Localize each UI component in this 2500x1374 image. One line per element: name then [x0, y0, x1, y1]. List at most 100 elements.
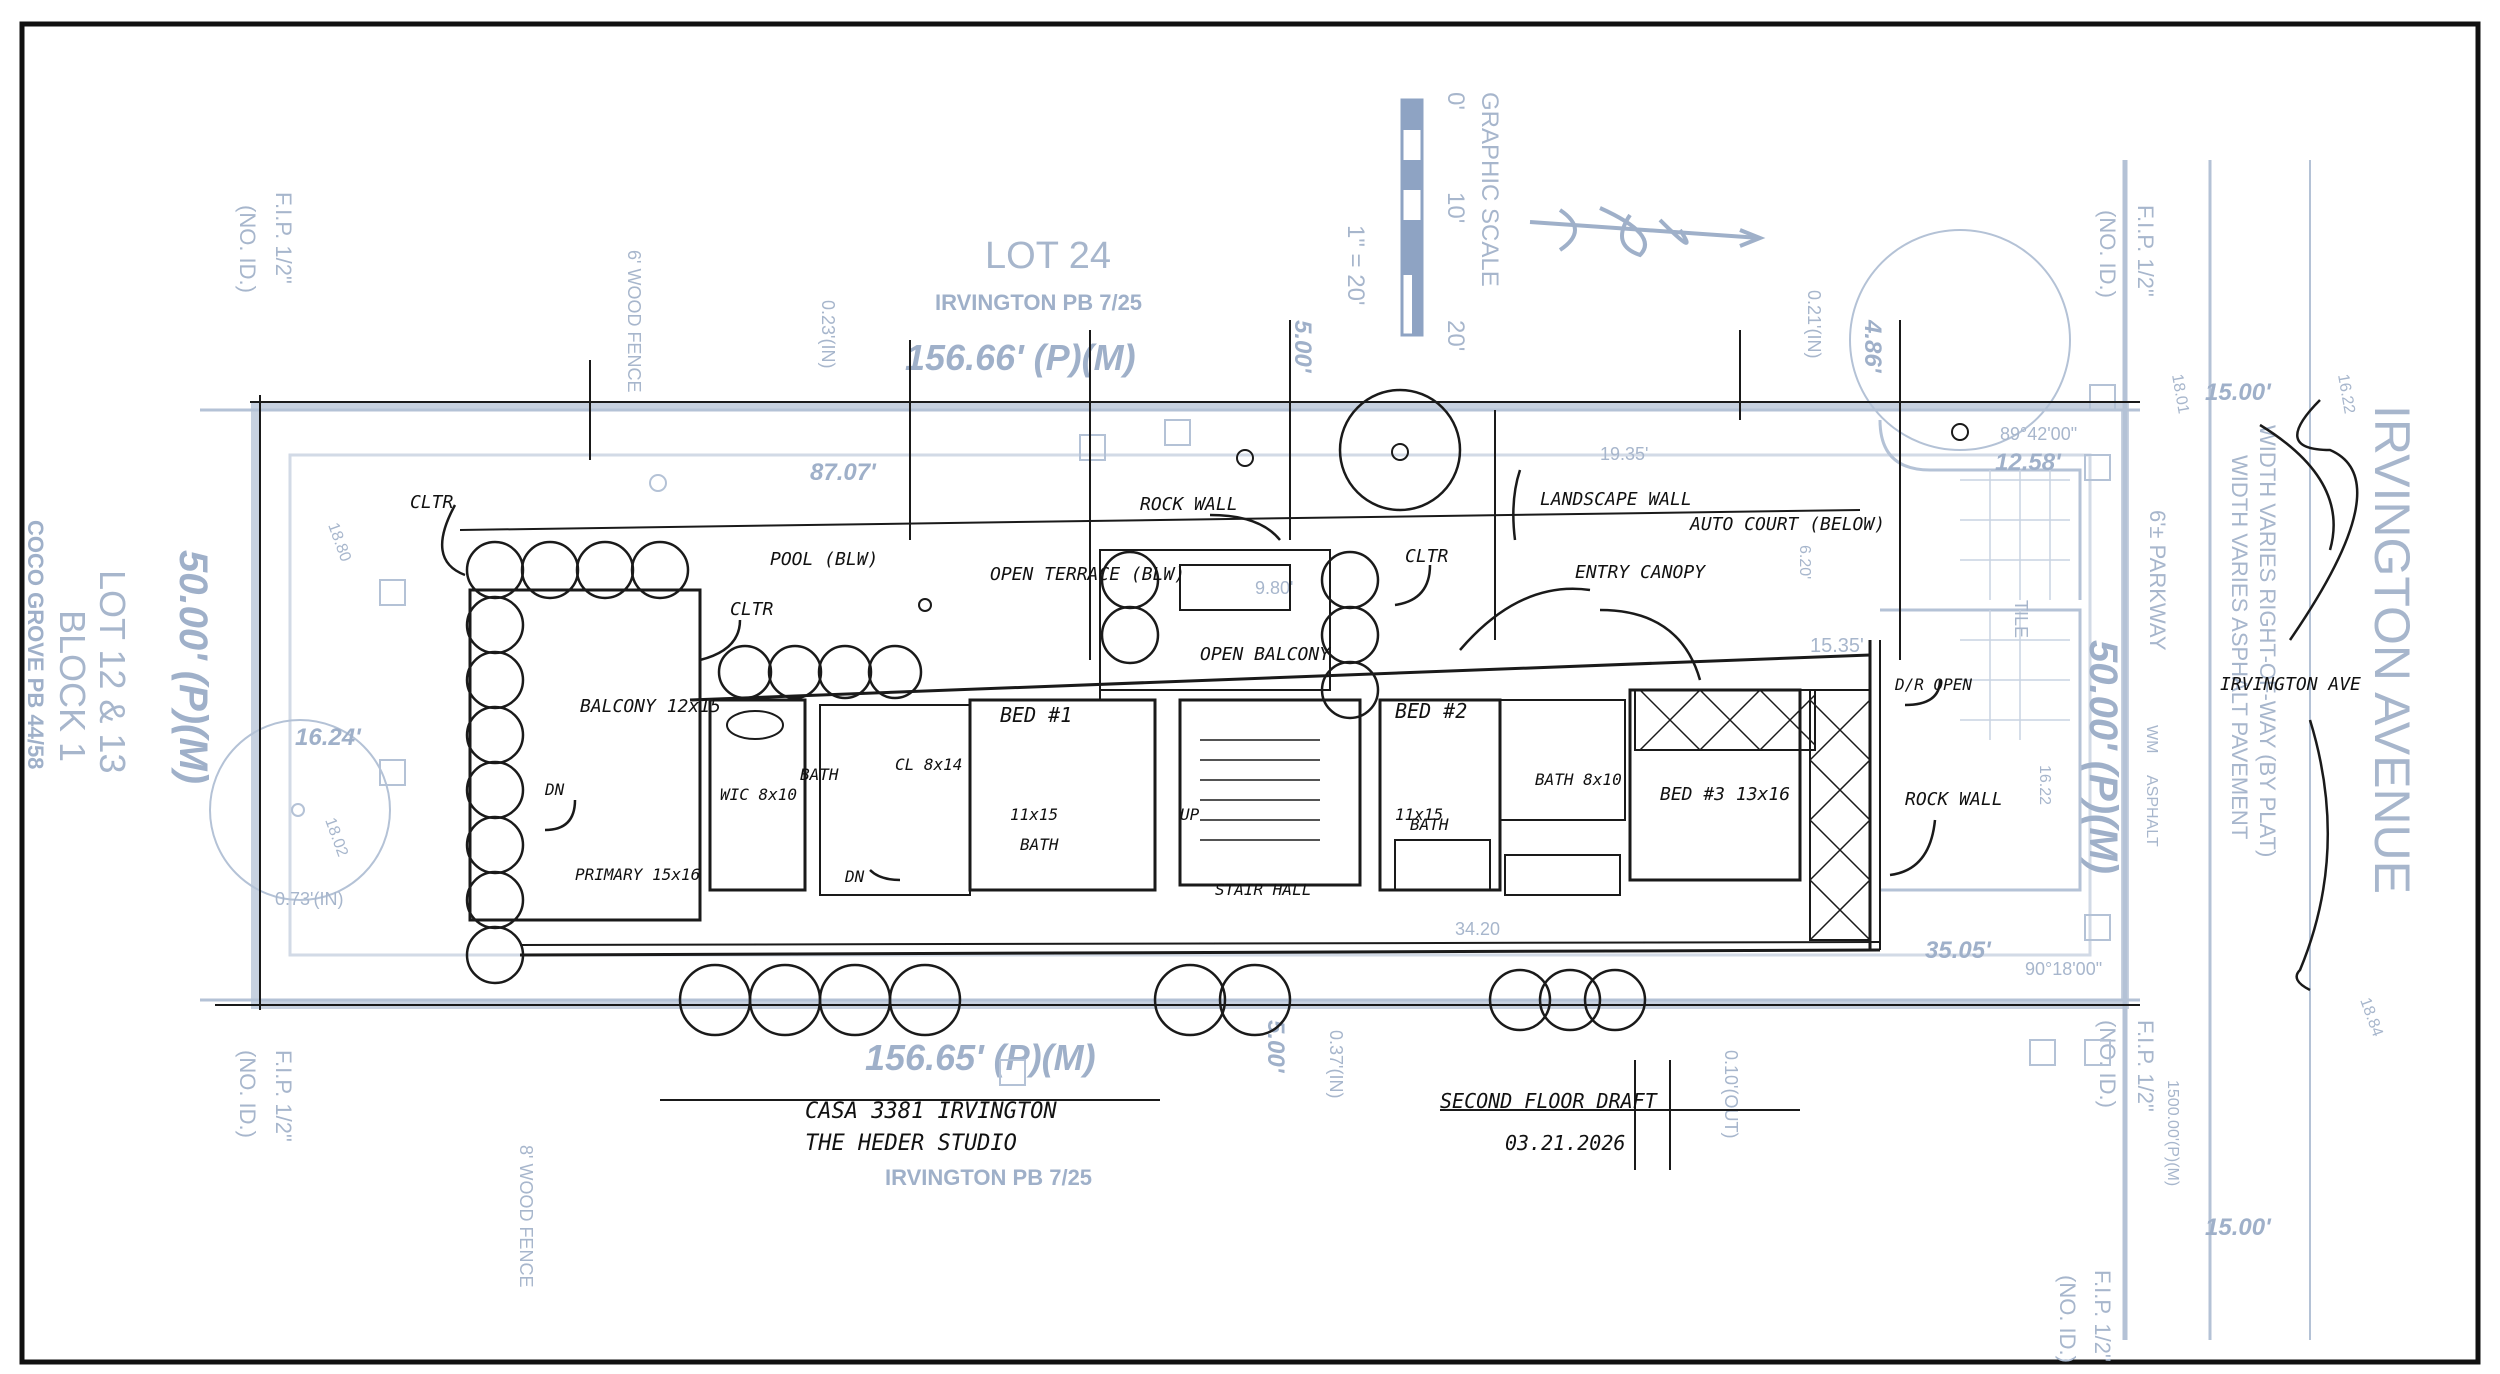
lot-left-2: BLOCK 1 [52, 610, 93, 762]
label-bed-2: BED #2 [1395, 699, 1467, 723]
label-rock-wall-1: ROCK WALL [1140, 494, 1238, 515]
label-dr-open: D/R OPEN [1894, 675, 1972, 694]
elev-7: 18.01 [2168, 373, 2192, 415]
angle-bottom: 90°18'00" [2025, 959, 2102, 979]
scale-twenty: 20' [1442, 320, 1469, 351]
label-entry-canopy: ENTRY CANOPY [1575, 562, 1706, 583]
elev-2: 16.22 [2036, 765, 2053, 805]
label-bath-1: BATH [800, 765, 839, 784]
scale-ratio: 1" = 20' [1342, 225, 1369, 306]
label-cltr-2: CLTR [730, 599, 774, 620]
label-up: UP [1180, 805, 1200, 824]
closet [819, 704, 971, 896]
dim-16: 16.24' [295, 724, 362, 751]
fip-top-left: F.I.P. 1/2" [271, 192, 296, 284]
tile-grid [1960, 470, 2070, 740]
floor-plan-sketch: CLTR CLTR CLTR POOL (BLW) OPEN TERRACE (… [215, 320, 2361, 1170]
elev-6: 16.22 [2334, 373, 2358, 415]
noid-bottom-right-2: (NO. ID.) [2055, 1275, 2080, 1363]
elev-1: 18.80 [324, 521, 354, 565]
dim-bottom-label: 156.65' (P)(M) [865, 1037, 1096, 1078]
label-cltr-3: CLTR [1405, 546, 1449, 567]
fence-bottom-label: 8' WOOD FENCE [516, 1145, 536, 1287]
dim-12-58: 12.58' [1995, 449, 2062, 476]
label-bed-1-size: 11x15 [1010, 805, 1058, 824]
dim-87: 87.07' [810, 459, 877, 486]
lot-left-1: LOT 12 & 13 [92, 570, 133, 773]
label-bath-2: BATH [1020, 835, 1059, 854]
dim-15-top: 15.00' [2205, 379, 2272, 406]
lot-top-label: LOT 24 [985, 235, 1111, 277]
label-rock-wall-2: ROCK WALL [1905, 789, 2003, 810]
label-bath-4: BATH [1410, 815, 1449, 834]
bed-1 [968, 698, 1157, 892]
street-name: IRVINGTON AVENUE [2364, 405, 2420, 894]
label-balcony: BALCONY 12x15 [580, 696, 721, 717]
tree-row-terrace [1100, 550, 1380, 720]
label-stair-hall: STAIR HALL [1215, 880, 1311, 899]
in-073: 0.73'(IN) [275, 889, 343, 909]
wm-label: WM [2143, 725, 2160, 753]
noid-top-right: (NO. ID.) [2095, 210, 2120, 298]
label-primary: PRIMARY 15x16 [575, 865, 700, 884]
fence-top-label: 6' WOOD FENCE [624, 250, 644, 392]
bath-3 [1499, 699, 1626, 821]
in-037: 0.37'(IN) [1326, 1030, 1346, 1098]
rock-wall-hatch [1634, 689, 1871, 941]
dim-9-80: 9.80' [1255, 578, 1293, 598]
dim-top-label: 156.66' (P)(M) [905, 337, 1136, 378]
studio-name: THE HEDER STUDIO [805, 1131, 1017, 1156]
label-wic: WIC 8x10 [720, 785, 797, 804]
noid-top-left: (NO. ID.) [235, 205, 260, 293]
dim-19-35: 19.35' [1600, 444, 1648, 464]
dim-15-bottom: 15.00' [2205, 1214, 2272, 1241]
noid-bottom-left: (NO. ID.) [235, 1050, 260, 1138]
label-bed-1: BED #1 [1000, 703, 1072, 727]
label-bed-3: BED #3 13x16 [1660, 784, 1790, 805]
bath-master [708, 698, 807, 892]
bed-2 [1378, 698, 1502, 892]
tree-row-pool [717, 644, 923, 700]
label-bed-2-size: 11x15 [1395, 805, 1443, 824]
survey-markers [291, 384, 2116, 1086]
dim-4-86: 4.86' [1859, 319, 1886, 374]
row-width-label: WIDTH VARIES RIGHT-OF-WAY (BY PLAT) [2255, 425, 2280, 857]
label-open-balcony: OPEN BALCONY [1200, 644, 1331, 665]
elev-4: 6.20' [1796, 545, 1813, 579]
drawing-frame [19, 21, 2481, 1365]
label-pool: POOL (BLW) [770, 549, 878, 570]
stair-hall [1178, 698, 1362, 887]
dim-right-width: 50.00' (P)(M) [2081, 640, 2125, 874]
fip-bottom-right-2: F.I.P. 1/2" [2090, 1270, 2115, 1362]
elev-5: 18.02 [321, 816, 351, 860]
dim-15-35: 15.35' [1810, 635, 1864, 657]
scale-zero: 0' [1442, 92, 1469, 110]
project-title: CASA 3381 IRVINGTON [805, 1099, 1057, 1124]
fip-top-right: F.I.P. 1/2" [2133, 205, 2158, 297]
label-open-terrace: OPEN TERRACE (BLW) [990, 564, 1185, 585]
angle-top: 89°42'00" [2000, 424, 2077, 444]
parkway-label: 6'± PARKWAY [2145, 510, 2170, 651]
tree-row-left [465, 540, 690, 985]
tree-row-bottom [678, 963, 1647, 1037]
dim-5: 5.00' [1289, 320, 1316, 374]
in-021: 0.21'(IN) [1804, 290, 1824, 358]
label-dn: DN [844, 867, 865, 886]
elev-3: 18.84 [2356, 996, 2386, 1040]
dim-35: 35.05' [1925, 937, 1992, 964]
graphic-scale: GRAPHIC SCALE 0' 10' 20' 1" = 20' [1342, 92, 1503, 351]
label-closet: CL 8x14 [895, 755, 962, 774]
sheet-date: 03.21.2026 [1505, 1131, 1625, 1155]
fip-bottom-left: F.I.P. 1/2" [271, 1050, 296, 1142]
scale-ten: 10' [1442, 192, 1469, 223]
pavement-width-label: WIDTH VARIES ASPHALT PAVEMENT [2227, 455, 2252, 839]
label-irvington-ave: IRVINGTON AVE [2220, 674, 2361, 695]
out-010: 0.10'(OUT) [1721, 1050, 1741, 1138]
elev-8: 1500.00'(P)(M) [2164, 1080, 2181, 1186]
dim-34-20: 34.20 [1455, 919, 1500, 939]
sheet-name: SECOND FLOOR DRAFT [1440, 1089, 1659, 1113]
canopy-tree [1338, 388, 1462, 512]
label-auto-court: AUTO COURT (BELOW) [1689, 514, 1885, 535]
asphalt-label: ASPHALT [2143, 775, 2160, 847]
